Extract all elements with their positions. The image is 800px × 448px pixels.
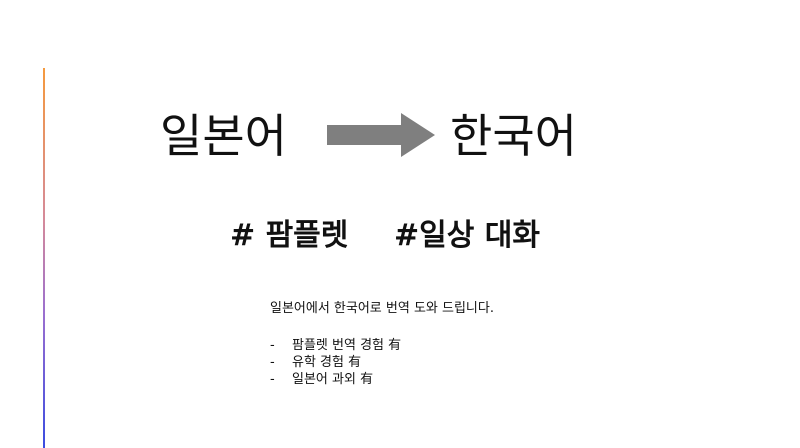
bullet-marker: - bbox=[270, 372, 275, 387]
tag-pamphlet: # 팜플렛 bbox=[230, 218, 349, 253]
source-language-title: 일본어 bbox=[160, 109, 287, 163]
description: 일본어에서 한국어로 번역 도와 드립니다. bbox=[270, 301, 494, 316]
list-item-text: 유학 경험 有 bbox=[292, 355, 362, 370]
bullet-marker: - bbox=[270, 338, 275, 353]
tag-daily-conversation: #일상 대화 bbox=[394, 218, 540, 253]
list-item: - 팜플렛 번역 경험 有 bbox=[270, 337, 401, 354]
list-item: - 일본어 과외 有 bbox=[270, 371, 401, 388]
list-item-text: 일본어 과외 有 bbox=[292, 372, 374, 387]
right-arrow-icon bbox=[327, 113, 435, 157]
accent-gradient-line bbox=[43, 68, 45, 448]
list-item: - 유학 경험 有 bbox=[270, 354, 401, 371]
target-language-title: 한국어 bbox=[450, 109, 577, 163]
bullet-marker: - bbox=[270, 355, 275, 370]
list-item-text: 팜플렛 번역 경험 有 bbox=[292, 338, 402, 353]
experience-list: - 팜플렛 번역 경험 有 - 유학 경험 有 - 일본어 과외 有 bbox=[270, 337, 401, 388]
